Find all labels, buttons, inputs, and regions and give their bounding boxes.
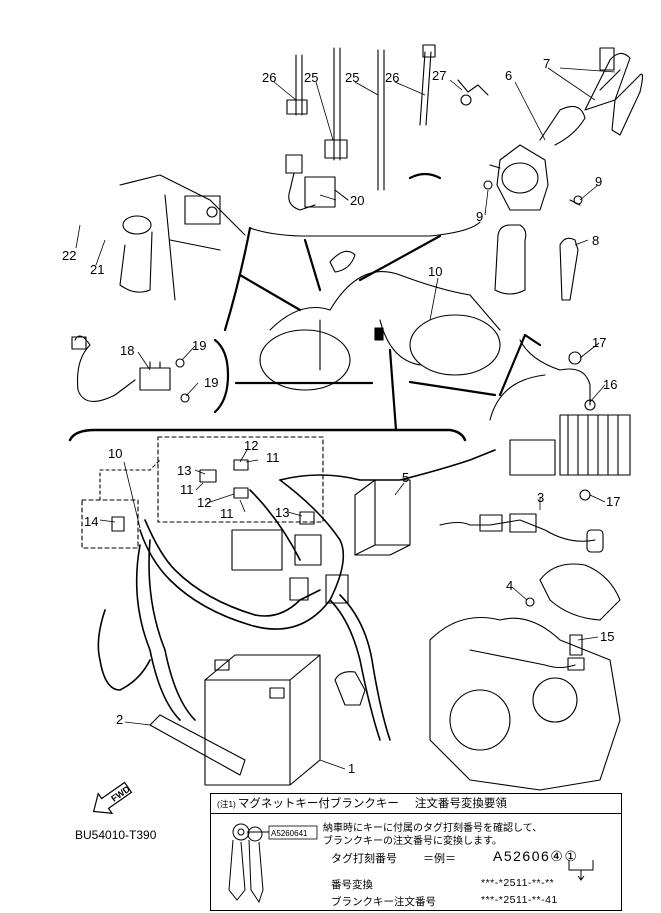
engine-outline xyxy=(429,616,621,791)
callout-15: 15 xyxy=(600,629,614,644)
callout-6: 6 xyxy=(505,68,512,83)
rectifier-regulator xyxy=(489,339,631,476)
callout-4: 4 xyxy=(506,578,513,593)
callout-17a: 17 xyxy=(592,335,606,350)
callout-19b: 19 xyxy=(204,375,218,390)
callout-11c: 11 xyxy=(220,506,234,521)
blank-key-code: ***-*2511-**-41 xyxy=(481,894,558,906)
callout-7: 7 xyxy=(543,56,550,71)
callout-21: 21 xyxy=(90,262,104,277)
conversion-code: ***-*2511-**-** xyxy=(481,877,555,889)
callout-26: 26 xyxy=(385,70,399,85)
callout-13a: 13 xyxy=(177,463,191,478)
callout-25: 25 xyxy=(345,70,359,85)
tag-number-row: タグ打刻番号 ＝例＝ A52606④① xyxy=(331,848,577,866)
callout-8: 8 xyxy=(592,233,599,248)
starter-cable xyxy=(439,489,621,621)
relay-18 xyxy=(71,335,190,403)
callout-14: 14 xyxy=(84,514,98,529)
top-bracket xyxy=(249,221,481,237)
conversion-label: 番号変換 xyxy=(331,879,373,891)
callout-5: 5 xyxy=(402,470,409,485)
diagram-code: BU54010-T390 xyxy=(75,828,157,842)
note-body-line1: 納車時にキーに付属のタグ打刻番号を確認して、 xyxy=(323,823,543,834)
connector-20 xyxy=(285,154,349,211)
callout-12b: 12 xyxy=(197,495,211,510)
callout-20: 20 xyxy=(350,193,364,208)
callout-9a: 9 xyxy=(595,174,602,189)
callout-27: 27 xyxy=(432,68,446,83)
key-tag-code: A5260641 xyxy=(271,829,308,838)
callout-11a: 11 xyxy=(266,450,280,465)
callout-13b: 13 xyxy=(275,505,289,520)
note-title: (注1)マグネットキー付ブランクキー 注文番号変換要領 xyxy=(211,794,621,814)
callout-23: 26 xyxy=(262,70,276,85)
mid-bracket xyxy=(68,428,467,442)
callout-18: 18 xyxy=(120,343,134,358)
frame-outline xyxy=(119,174,246,301)
main-switch xyxy=(483,47,644,301)
note-body-line2: ブランクキーの注文番号に変換します。 xyxy=(323,836,502,847)
note-tag: (注1) xyxy=(217,799,236,809)
note-title-left: マグネットキー付ブランクキー xyxy=(237,798,399,810)
relay-5 xyxy=(354,479,411,556)
callout-17b: 17 xyxy=(606,494,620,509)
callout-1: 1 xyxy=(348,761,355,776)
callout-10a: 10 xyxy=(428,264,442,279)
fwd-arrow: FWD xyxy=(92,781,133,814)
callout-24: 25 xyxy=(304,70,318,85)
blank-key-row: ブランクキー注文番号 ***-*2511-**-41 xyxy=(331,894,557,909)
fwd-label: FWD xyxy=(109,784,132,804)
conversion-row: 番号変換 ***-*2511-**-** xyxy=(331,877,554,892)
upper-left-bracket xyxy=(223,226,252,332)
battery-cover xyxy=(149,714,246,776)
example-label: ＝例＝ xyxy=(423,853,456,865)
callout-12a: 12 xyxy=(244,438,258,453)
upper-right-bracket xyxy=(408,172,442,180)
key-illustration: A5260641 xyxy=(228,823,318,904)
callout-3: 3 xyxy=(537,490,544,505)
callout-10b: 10 xyxy=(108,446,122,461)
tag-number-label: タグ打刻番号 xyxy=(331,853,397,865)
callout-2: 2 xyxy=(116,712,123,727)
callout-19a: 19 xyxy=(192,338,206,353)
callout-22: 22 xyxy=(62,248,76,263)
conversion-arrows xyxy=(568,860,594,881)
blank-key-note: (注1)マグネットキー付ブランクキー 注文番号変換要領 A5260641 納車時に… xyxy=(210,793,622,911)
blank-key-label: ブランクキー注文番号 xyxy=(331,896,436,908)
right-bracket xyxy=(498,333,542,397)
note-title-right: 注文番号変換要領 xyxy=(414,798,507,810)
motorcycle-outline xyxy=(259,250,501,391)
cable-ties xyxy=(286,44,489,191)
note-body: 納車時にキーに付属のタグ打刻番号を確認して、 ブランクキーの注文番号に変換します… xyxy=(323,822,623,848)
example-number: A52606④① xyxy=(493,848,579,864)
callout-9b: 9 xyxy=(476,209,483,224)
callout-16: 16 xyxy=(603,377,617,392)
left-bracket xyxy=(213,338,230,414)
callout-11b: 11 xyxy=(180,482,194,497)
